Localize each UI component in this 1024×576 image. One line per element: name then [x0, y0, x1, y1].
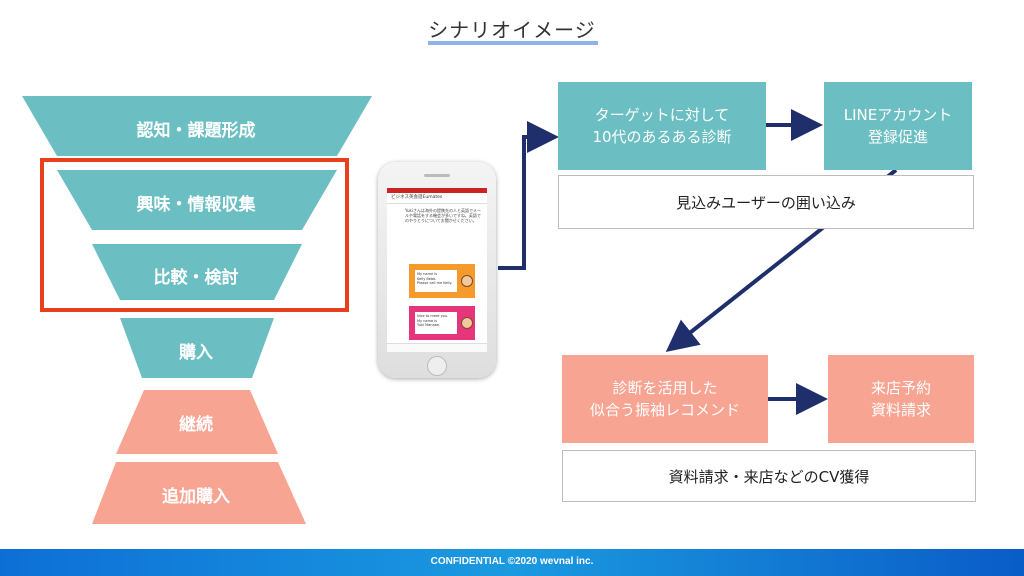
phone-to-diagnosis-arrow: [498, 121, 559, 270]
funnel-stage-interest: [57, 170, 337, 230]
phone-chat-card-1: My name is Kelly Bebb. Please call me Ke…: [409, 264, 475, 298]
reservation-box-line1: 来店予約: [870, 379, 931, 397]
funnel-label-comparison: 比較・検討: [153, 268, 239, 288]
prospect-caption: 見込みユーザーの囲い込み: [558, 175, 974, 229]
phone-status-bar: [387, 188, 487, 193]
phone-chat-message: Yukiさんは海外の提携先の人と英語でメールや電話をする機会が多いですね。英語で…: [405, 208, 481, 223]
phone-card-2-text: Nice to meet you. My name is Yuki Manabe…: [415, 312, 457, 334]
diagnosis-box: ターゲットに対して 10代のあるある診断: [558, 82, 766, 170]
line-account-box: LINEアカウント 登録促進: [824, 82, 972, 170]
funnel-stage-awareness: [22, 96, 372, 156]
card1-line1: My name is: [417, 272, 438, 276]
footer-bar: CONFIDENTIAL ©2020 wevnal inc.: [0, 549, 1024, 576]
funnel-label-purchase: 購入: [179, 343, 213, 363]
conversion-caption: 資料請求・来店などのCV獲得: [562, 450, 976, 502]
highlight-box: [40, 158, 349, 312]
funnel-stage-repurchase: [92, 462, 306, 524]
recommend-box-line1: 診断を活用した: [612, 379, 718, 397]
phone-screen: ビジネス英会話Eumates Yukiさんは海外の提携先の人と英語でメールや電話…: [387, 188, 487, 352]
card1-line2: Kelly Bebb.: [417, 276, 437, 281]
funnel-label-retention: 継続: [179, 415, 213, 435]
line-account-box-line2: 登録促進: [867, 128, 928, 146]
phone-mockup: ビジネス英会話Eumates Yukiさんは海外の提携先の人と英語でメールや電話…: [378, 162, 496, 378]
avatar-icon: [461, 317, 473, 329]
diagnosis-box-line1: ターゲットに対して: [594, 106, 730, 124]
phone-chat-card-2: Nice to meet you. My name is Yuki Manabe…: [409, 306, 475, 340]
card2-line2: My name is: [417, 318, 438, 323]
funnel-stage-purchase: [120, 318, 274, 378]
funnel-diagram: [22, 96, 372, 524]
phone-input-bar: [387, 343, 487, 352]
card2-line3: Yuki Manabe.: [417, 323, 441, 327]
title-underline: [428, 41, 598, 45]
funnel-stage-comparison: [92, 244, 302, 300]
phone-speaker: [424, 174, 450, 177]
funnel-label-repurchase: 追加購入: [162, 487, 230, 507]
card2-line1: Nice to meet you.: [417, 314, 449, 318]
recommend-box: 診断を活用した 似合う振袖レコメンド: [562, 355, 768, 443]
footer-text: CONFIDENTIAL ©2020 wevnal inc.: [430, 556, 594, 567]
funnel-label-interest: 興味・情報収集: [136, 195, 256, 215]
funnel-label-awareness: 認知・課題形成: [136, 121, 256, 141]
phone-card-1-text: My name is Kelly Bebb. Please call me Ke…: [415, 270, 457, 292]
card1-line3: Please call me Kelly.: [417, 281, 453, 285]
avatar-icon: [461, 275, 473, 287]
line-account-box-line1: LINEアカウント: [843, 106, 953, 124]
funnel-stage-retention: [116, 390, 278, 454]
reservation-box-line2: 資料請求: [870, 401, 931, 419]
phone-home-button: [427, 356, 447, 376]
reservation-box: 来店予約 資料請求: [828, 355, 974, 443]
slide-title: シナリオイメージ: [428, 18, 596, 42]
diagnosis-box-line2: 10代のあるある診断: [592, 128, 732, 146]
recommend-box-line2: 似合う振袖レコメンド: [589, 401, 740, 419]
phone-chat-header: ビジネス英会話Eumates: [387, 193, 487, 204]
